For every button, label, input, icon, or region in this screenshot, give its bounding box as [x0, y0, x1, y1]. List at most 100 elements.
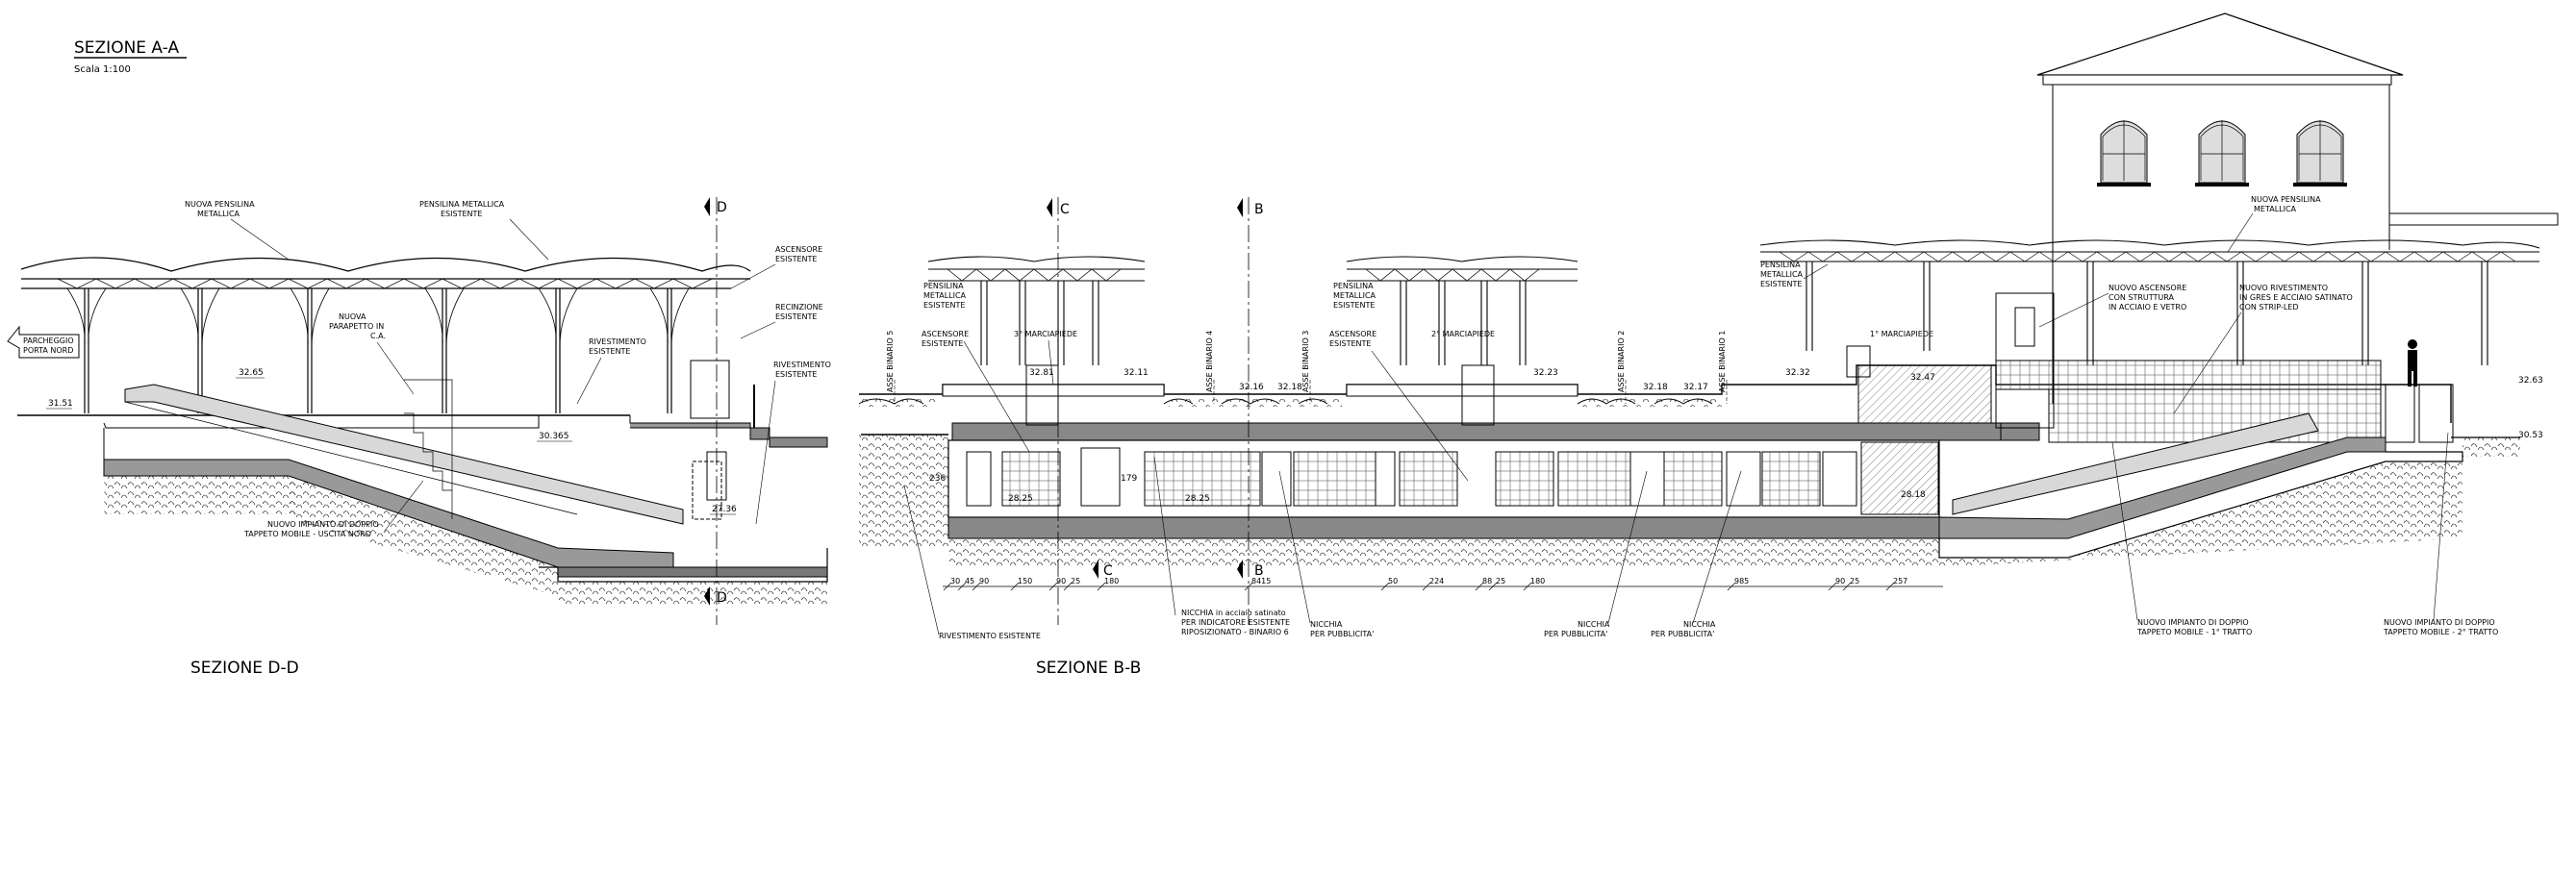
person-figure [2408, 339, 2417, 386]
dimension-tick [1380, 582, 1390, 591]
dimension-label: 45 [965, 577, 974, 585]
dimension-tick [1523, 582, 1532, 591]
dimension-label: 88 [1482, 577, 1492, 585]
label-nicchia-acciaio-2: PER INDICATORE ESISTENTE [1181, 618, 1290, 627]
level-bb-9: 32.47 [1910, 373, 1935, 383]
label-nuovo-ascensore-2: CON STRUTTURA [2109, 293, 2175, 302]
dimension-label: 30 [950, 577, 960, 585]
level-dd-2: 31.51 [48, 399, 73, 409]
label-impianto-bb2-2: TAPPETO MOBILE - 2° TRATTO [2383, 628, 2498, 636]
label-nuova-pensilina-bb-1: NUOVA PENSILINA [2251, 195, 2321, 204]
label-pensilina2-3: ESISTENTE [1333, 301, 1375, 310]
label-nicchia-acciaio-3: RIPOSIZIONATO - BINARIO 6 [1181, 628, 1289, 636]
track-axis-label: ASSE BINARIO 1 [1718, 331, 1727, 392]
level-bb-6: 32.18 [1643, 383, 1668, 392]
section-line-c: C C [1047, 197, 1113, 625]
label-pensilina3-2: METALLICA [1760, 270, 1804, 279]
section-title-bb: SEZIONE B-B [1036, 659, 1141, 678]
label-nuovo-rivestimento-1: NUOVO RIVESTIMENTO [2239, 284, 2328, 292]
level-bb-15: 236 [929, 474, 946, 484]
section-dd: D D PARCHEGGIO PORTA NORD NUOVA PENSILIN… [7, 197, 831, 678]
drawing-header: SEZIONE A-A Scala 1:100 [74, 38, 187, 75]
dimension-tick [1488, 582, 1498, 591]
label-impianto-dd-2: TAPPETO MOBILE - USCITA NORD [243, 530, 371, 538]
escalator-bb [1938, 412, 2520, 567]
section-marker-b-top: B [1254, 202, 1264, 217]
level-bb-4: 32.18 [1277, 383, 1302, 392]
canopy-bb-2 [1346, 256, 1578, 365]
label-nicchia-pub1-2: PER PUBBLICITA' [1310, 630, 1374, 638]
labels-bb: PENSILINA METALLICA ESISTENTE ASCENSORE … [903, 195, 2498, 640]
label-nicchia-pub3-2: PER PUBBLICITA' [1651, 630, 1714, 638]
label-pensilina1-1: PENSILINA [923, 282, 964, 290]
label-rivestimento-dd2-1: RIVESTIMENTO [773, 361, 831, 369]
level-bb-5: 32.23 [1533, 368, 1558, 378]
level-bb-8: 32.32 [1785, 368, 1810, 378]
ground-hatch-dd-left [104, 476, 296, 514]
drawing-title: SEZIONE A-A [74, 38, 179, 58]
dimension-tick [972, 582, 981, 591]
section-marker-c-bottom: C [1103, 563, 1113, 579]
section-marker-d-top: D [717, 200, 727, 215]
label-nuovo-ascensore-3: IN ACCIAIO E VETRO [2109, 303, 2186, 311]
label-nuova-pensilina-bb-2: METALLICA [2254, 205, 2297, 213]
levels-bb: 32.81 32.11 32.16 32.18 32.23 32.18 32.1… [929, 368, 2543, 504]
platform-dd [17, 414, 828, 448]
level-bb-2: 32.11 [1124, 368, 1149, 378]
label-ascensore-dd-1: ASCENSORE [775, 245, 822, 254]
label-recinzione-2: ESISTENTE [775, 312, 817, 321]
level-bb-12: 28.25 [1008, 494, 1033, 504]
label-rivestimento-dd2-2: ESISTENTE [775, 370, 817, 379]
label-nicchia-pub3-1: NICCHIA [1683, 620, 1716, 629]
underpass-bb [859, 434, 1940, 567]
dimension-tick [1048, 582, 1058, 591]
canopy-bb-1 [927, 256, 1146, 365]
label-pensilina3-1: PENSILINA [1760, 261, 1801, 269]
dimension-label: 180 [1104, 577, 1119, 585]
dimension-label: 25 [1850, 577, 1859, 585]
dimension-tick [1885, 582, 1895, 591]
dimension-label: 90 [1835, 577, 1845, 585]
dimension-label: 180 [1530, 577, 1545, 585]
dimension-label: 50 [1388, 577, 1398, 585]
dimension-label: 25 [1071, 577, 1080, 585]
label-marciapiede1: 1° MARCIAPIEDE [1870, 330, 1933, 338]
track-axis-label: ASSE BINARIO 3 [1301, 331, 1310, 392]
level-bb-7: 32.17 [1683, 383, 1708, 392]
section-line-d: D D [704, 197, 727, 625]
label-ascensore2-1: ASCENSORE [1329, 330, 1376, 338]
level-dd-4: 27.36 [712, 505, 737, 514]
parking-label-2: PORTA NORD [23, 346, 73, 355]
dimension-tick [1244, 582, 1253, 591]
label-rivestimento-dd1-1: RIVESTIMENTO [589, 337, 646, 346]
dimension-tick [1842, 582, 1852, 591]
label-nuovo-ascensore-1: NUOVO ASCENSORE [2109, 284, 2186, 292]
elevator-shaft-dd [690, 360, 730, 419]
label-nicchia-pub1-1: NICCHIA [1310, 620, 1343, 629]
level-dd-3: 30.365 [539, 432, 569, 441]
section-title-dd: SEZIONE D-D [190, 659, 299, 678]
label-rivestimento-esistente-bb: RIVESTIMENTO ESISTENTE [939, 632, 1041, 640]
label-pensilina2-2: METALLICA [1333, 291, 1376, 300]
station-building [2036, 12, 2559, 404]
section-marker-d-bottom: D [717, 590, 727, 606]
label-parapetto-1: NUOVA [339, 312, 366, 321]
level-bb-16: 179 [1121, 474, 1137, 484]
label-nuova-pensilina-1: NUOVA PENSILINA [185, 200, 255, 209]
level-bb-3: 32.16 [1239, 383, 1264, 392]
label-recinzione-1: RECINZIONE [775, 303, 823, 311]
label-impianto-bb1-2: TAPPETO MOBILE - 1° TRATTO [2136, 628, 2252, 636]
label-impianto-bb2-1: NUOVO IMPIANTO DI DOPPIO [2384, 618, 2495, 627]
parking-label-1: PARCHEGGIO [23, 336, 74, 345]
drawing-scale: Scala 1:100 [74, 64, 131, 75]
dimension-tick [1475, 582, 1484, 591]
label-nicchia-pub2-1: NICCHIA [1578, 620, 1610, 629]
label-nicchia-pub2-2: PER PUBBLICITA' [1544, 630, 1607, 638]
label-pensilina1-3: ESISTENTE [923, 301, 965, 310]
level-bb-14: 28.18 [1901, 490, 1926, 500]
label-pensilina-esistente-2: ESISTENTE [441, 210, 482, 218]
